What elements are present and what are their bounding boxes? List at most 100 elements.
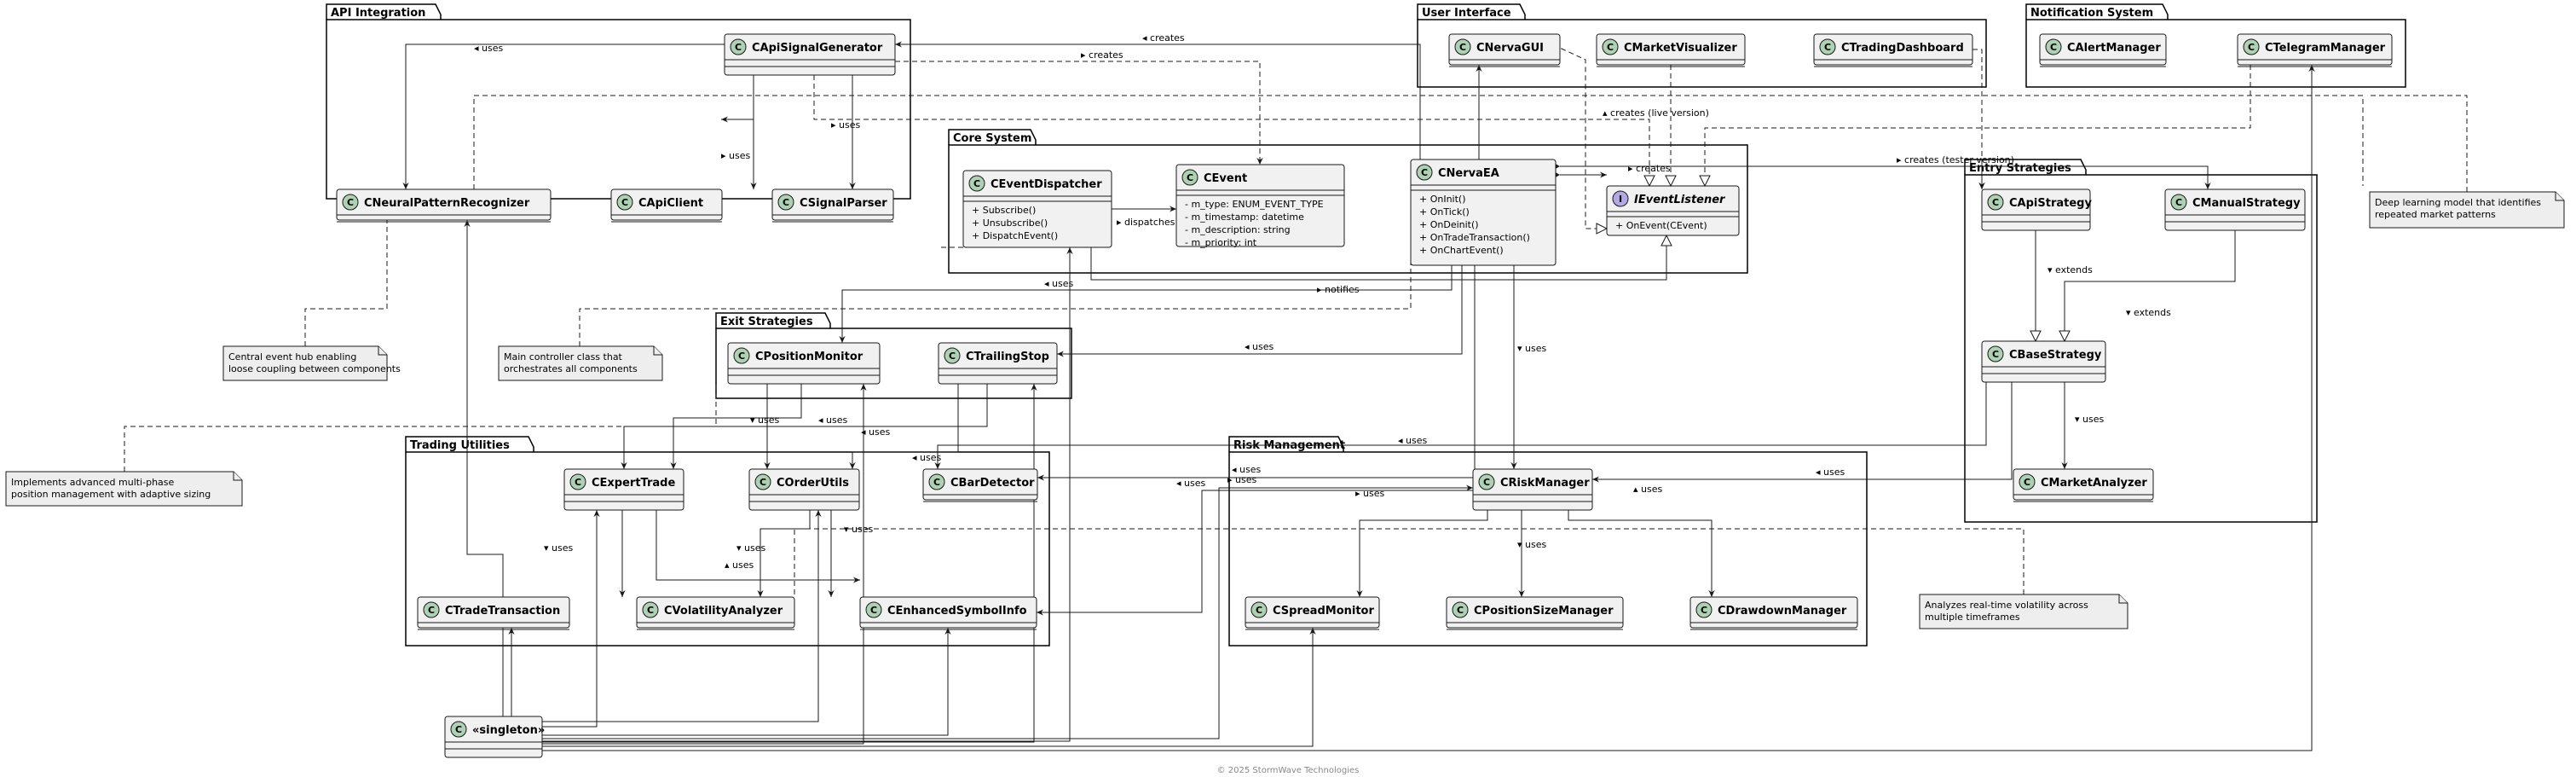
note-text: position management with adaptive sizing <box>11 489 211 500</box>
class-name: CNervaEA <box>1438 167 1499 180</box>
class-icon <box>2170 194 2187 211</box>
class-letter: C <box>455 724 462 735</box>
note-text: Main controller class that <box>504 351 623 362</box>
class-name: COrderUtils <box>777 477 849 490</box>
class-member: + OnTick() <box>1419 206 1470 217</box>
class-icon <box>1181 169 1198 186</box>
relation-edge: ◂ uses <box>1592 382 2013 483</box>
class-member: + OnTradeTransaction() <box>1419 232 1530 243</box>
class-name: CEventDispatcher <box>991 178 1102 191</box>
class-letter: C <box>1459 42 1466 53</box>
class-letter: C <box>1992 349 1999 360</box>
relation-edge <box>542 628 1316 747</box>
relation-label: ▾ uses <box>750 415 779 426</box>
class-CApiClient[interactable]: C CApiClient <box>610 188 723 223</box>
class-CBarDetector[interactable]: C CBarDetector <box>922 468 1038 502</box>
class-member: - m_type: ENUM_EVENT_TYPE <box>1185 199 1324 210</box>
note-text: orchestrates all components <box>504 363 638 374</box>
relation-edge: ▸ dispatches <box>1112 206 1176 228</box>
class-CBaseStrategy[interactable]: C CBaseStrategy <box>1981 340 2106 383</box>
class-icon <box>1478 473 1495 490</box>
class-member: + DispatchEvent() <box>972 230 1058 241</box>
class-icon <box>423 601 440 618</box>
class-name: CBarDetector <box>950 477 1035 490</box>
class-icon <box>450 721 467 738</box>
class-CSignalParser[interactable]: C CSignalParser <box>771 188 894 223</box>
class-letter: C <box>1421 167 1428 178</box>
interface-letter: I <box>1619 194 1622 205</box>
package-title-entry: Entry Strategies <box>1969 162 2071 175</box>
note-note-dl: Deep learning model that identifiesrepea… <box>2369 191 2565 229</box>
class-icon <box>1987 194 2004 211</box>
class-letter: C <box>933 477 940 488</box>
class-letter: C <box>1483 477 1490 488</box>
class-name: CMarketVisualizer <box>1624 42 1737 55</box>
class-CPositionSizeManager[interactable]: C CPositionSizeManager <box>1446 596 1624 630</box>
class-letter: C <box>2024 477 2030 488</box>
package-title-exit: Exit Strategies <box>720 316 813 328</box>
class-letter: C <box>621 197 628 208</box>
class-name: CSignalParser <box>800 197 887 210</box>
class-name: CEvent <box>1204 172 1247 185</box>
class-letter: C <box>1607 42 1614 53</box>
note-text: Implements advanced multi-phase <box>11 477 175 488</box>
package-title-api: API Integration <box>331 7 425 20</box>
relation-edge <box>1705 65 2251 186</box>
relation-edge: ▾ uses <box>1517 510 1546 597</box>
footer-copyright: © 2025 StormWave Technologies <box>1217 766 1360 775</box>
class-name: CNeuralPatternRecognizer <box>364 197 530 210</box>
relation-edge: ▴ uses <box>1568 484 1715 597</box>
class-name: CApiStrategy <box>2009 197 2092 210</box>
relation-edge: ◂ uses <box>621 384 988 469</box>
package-title-ui: User Interface <box>1422 7 1511 20</box>
relation-label: ◂ uses <box>912 452 941 463</box>
class-name: «singleton» <box>472 724 545 737</box>
class-icon <box>754 473 771 490</box>
class-letter: C <box>760 477 766 488</box>
class-letter: C <box>783 197 789 208</box>
class-icon <box>968 175 985 192</box>
relation-label: ◂ uses <box>1816 467 1845 478</box>
class-name: CApiClient <box>638 197 703 210</box>
class-icon <box>1250 601 1268 618</box>
class-name: CManualStrategy <box>2192 197 2301 210</box>
relation-edge: ▾ extends <box>2036 230 2093 341</box>
relation-label: ▸ creates <box>1081 49 1123 61</box>
relation-label: ▾ uses <box>736 542 765 554</box>
class-name: IEventListener <box>1634 194 1726 206</box>
class-letter: C <box>1824 42 1831 53</box>
class-singleton[interactable]: C «singleton» <box>444 716 545 758</box>
class-icon <box>1416 164 1433 181</box>
note-note-exit: Implements advanced multi-phaseposition … <box>5 471 243 507</box>
note-connector <box>304 220 388 346</box>
class-COrderUtils[interactable]: C COrderUtils <box>748 468 860 511</box>
relation-label: ◂ uses <box>1176 478 1205 489</box>
class-name: CPositionSizeManager <box>1474 605 1614 618</box>
class-icon <box>2019 473 2036 490</box>
class-letter: C <box>1457 605 1464 616</box>
class-name: CBaseStrategy <box>2009 349 2102 362</box>
class-CMarketVisualizer[interactable]: C CMarketVisualizer <box>1596 33 1746 67</box>
